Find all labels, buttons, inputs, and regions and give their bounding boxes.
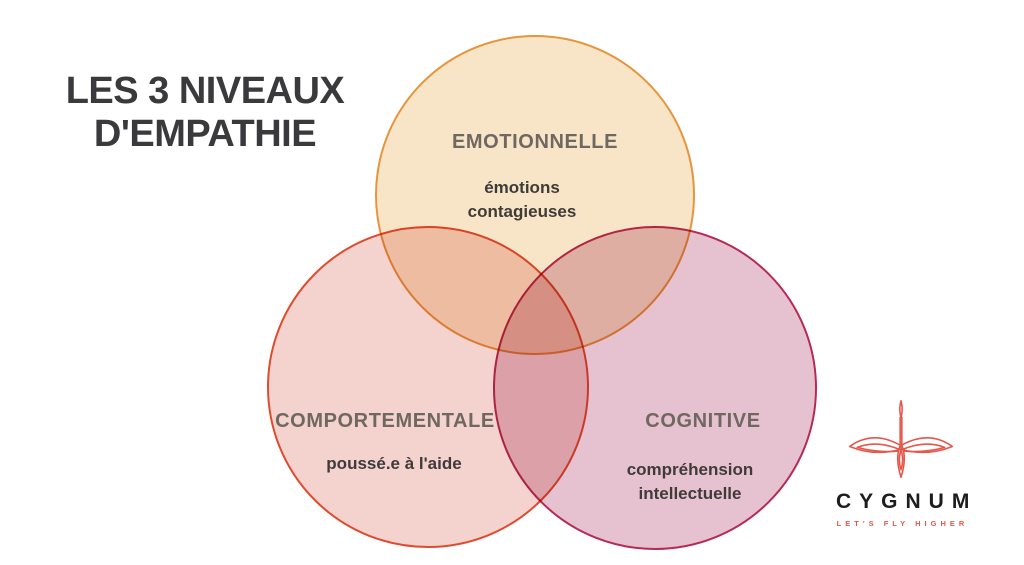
brand-wordmark: CYGNUM	[836, 490, 978, 513]
comportementale-label: COMPORTEMENTALE	[275, 410, 495, 432]
emotionnelle-description: émotions contagieuses	[372, 176, 672, 224]
emotionnelle-desc-line-1: émotions	[484, 178, 560, 197]
comportementale-description: poussé.e à l'aide	[244, 452, 544, 476]
comportementale-desc-line-1: poussé.e à l'aide	[326, 454, 462, 473]
emotionnelle-label: EMOTIONNELLE	[451, 131, 619, 153]
title-line-1: LES 3 NIVEAUX	[65, 70, 345, 112]
title-line-2: D'EMPATHIE	[93, 113, 317, 156]
cognitive-desc-line-1: compréhension	[626, 460, 754, 479]
cognitive-label: COGNITIVE	[645, 410, 761, 432]
emotionnelle-desc-line-2: contagieuses	[467, 202, 577, 222]
venn-circle-cognitive	[493, 226, 817, 550]
cognitive-description: compréhension intellectuelle	[540, 458, 840, 506]
cognitive-desc-line-2: intellectuelle	[638, 484, 742, 504]
page-title: LES 3 NIVEAUX D'EMPATHIE	[40, 70, 370, 157]
cygnum-logo: CYGNUM LET'S FLY HIGHER	[828, 398, 973, 528]
brand-tagline: LET'S FLY HIGHER	[836, 519, 969, 528]
crane-bird-icon	[848, 400, 953, 478]
